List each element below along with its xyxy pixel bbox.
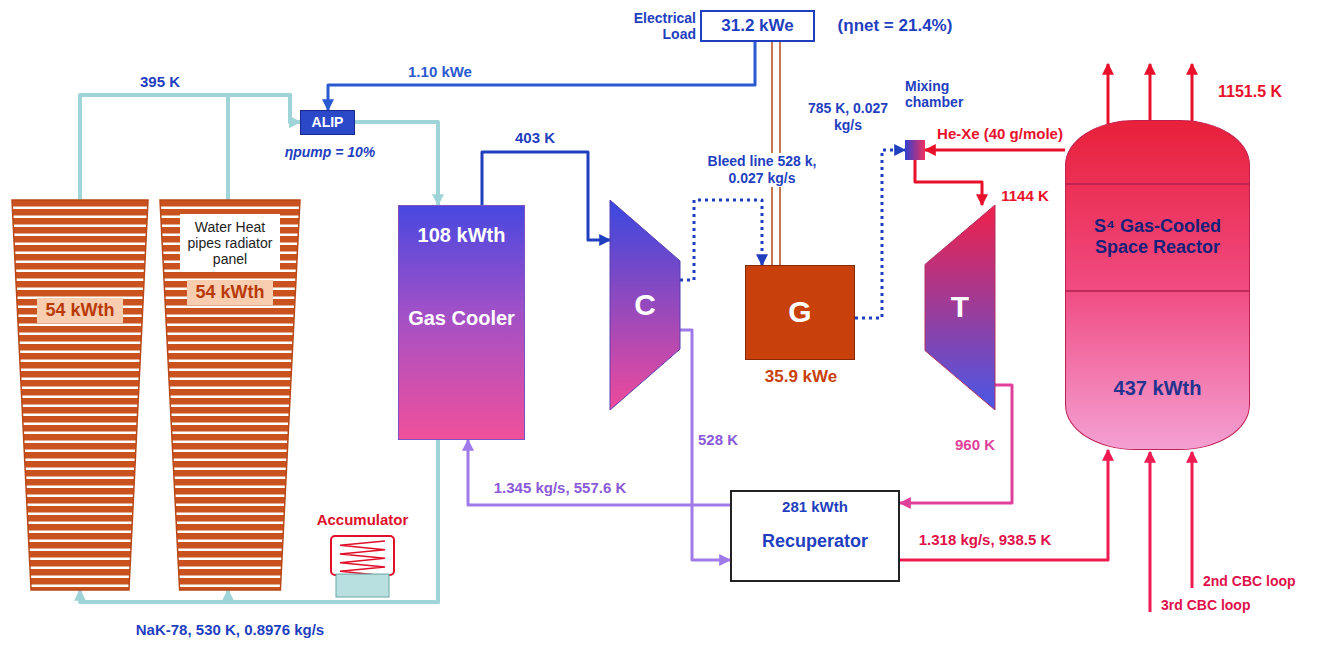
node-text: C bbox=[634, 288, 656, 323]
node-text: 35.9 kWe bbox=[746, 367, 856, 387]
annotation-label: 1151.5 K bbox=[1215, 82, 1285, 101]
flow-connector bbox=[900, 450, 1108, 560]
accumulator-shape bbox=[330, 535, 395, 598]
flow-connector bbox=[925, 149, 1065, 152]
node-text: G bbox=[788, 295, 811, 330]
load-box: Electrical Load31.2 kWe bbox=[700, 10, 815, 42]
flow-label: 1.10 kWe bbox=[405, 63, 475, 81]
node-text: Water Heat pipes radiator panel bbox=[180, 214, 280, 272]
node-text: 31.2 kWe bbox=[721, 16, 793, 36]
node-text: 437 kWth bbox=[1114, 377, 1202, 400]
flow-label: Bleed line 528 k, 0.027 kg/s bbox=[689, 153, 835, 187]
gas-cooler: 108 kWthGas Cooler bbox=[398, 205, 525, 440]
recuperator: 281 kWthRecuperator bbox=[730, 490, 900, 582]
flow-label: 403 K bbox=[512, 129, 558, 147]
pump-box: ALIP bbox=[300, 110, 355, 135]
node-text: Gas Cooler bbox=[408, 307, 515, 330]
flow-connector bbox=[855, 150, 905, 318]
compressor: C bbox=[610, 200, 680, 410]
node-text: 281 kWth bbox=[782, 498, 848, 515]
annotation-label: (ηnet = 21.4%) bbox=[835, 16, 956, 36]
node-text: S⁴ Gas-Cooled Space Reactor bbox=[1078, 216, 1238, 257]
flow-label: 1.345 kg/s, 557.6 K bbox=[491, 479, 630, 497]
radiator-panel-shape bbox=[12, 200, 148, 590]
reactor-shape bbox=[1066, 121, 1249, 449]
reactor-outlet-arrows bbox=[1108, 64, 1192, 124]
node-text: 108 kWth bbox=[418, 224, 506, 247]
annotation-label: ηpump = 10% bbox=[282, 144, 379, 161]
flow-connector bbox=[328, 42, 755, 110]
node-text: 54 kWth bbox=[187, 280, 272, 305]
node-text: Mixing chamber bbox=[905, 78, 985, 110]
generator: G35.9 kWe bbox=[745, 265, 855, 360]
flow-label: 960 K bbox=[952, 436, 998, 454]
flow-label: He-Xe (40 g/mole) bbox=[934, 125, 1066, 143]
mixing-chamber: Mixing chamber bbox=[905, 140, 925, 160]
flow-label: 785 K, 0.027 kg/s bbox=[800, 100, 896, 134]
annotation-label: NaK-78, 530 K, 0.8976 kg/s bbox=[133, 621, 327, 639]
node-text: ALIP bbox=[312, 114, 344, 130]
accumulator: Accumulator bbox=[330, 535, 395, 598]
cbc-loop-inlets bbox=[1150, 452, 1192, 612]
node-text: T bbox=[951, 290, 969, 325]
flow-label: 1144 K bbox=[998, 187, 1052, 205]
node-text: Accumulator bbox=[305, 511, 420, 528]
flow-label: 528 K bbox=[695, 431, 741, 449]
annotation-label: 2nd CBC loop bbox=[1200, 573, 1299, 590]
radiator-panel: Water Heat pipes radiator panel 54 kWth bbox=[160, 200, 300, 590]
annotation-label: 3rd CBC loop bbox=[1158, 597, 1253, 614]
flow-connector bbox=[355, 122, 438, 205]
flow-label: 1.318 kg/s, 938.5 K bbox=[916, 531, 1055, 549]
node-text: 54 kWth bbox=[37, 298, 122, 323]
flow-connector bbox=[80, 95, 300, 200]
flow-connector bbox=[915, 160, 982, 205]
reactor: S⁴ Gas-Cooled Space Reactor 437 kWth bbox=[1065, 120, 1250, 450]
node-text: Recuperator bbox=[762, 531, 868, 552]
node-text: Electrical Load bbox=[612, 10, 696, 42]
annotation-label: 395 K bbox=[137, 73, 183, 91]
radiator-panel: 54 kWth bbox=[12, 200, 148, 590]
turbine: T bbox=[925, 205, 995, 410]
